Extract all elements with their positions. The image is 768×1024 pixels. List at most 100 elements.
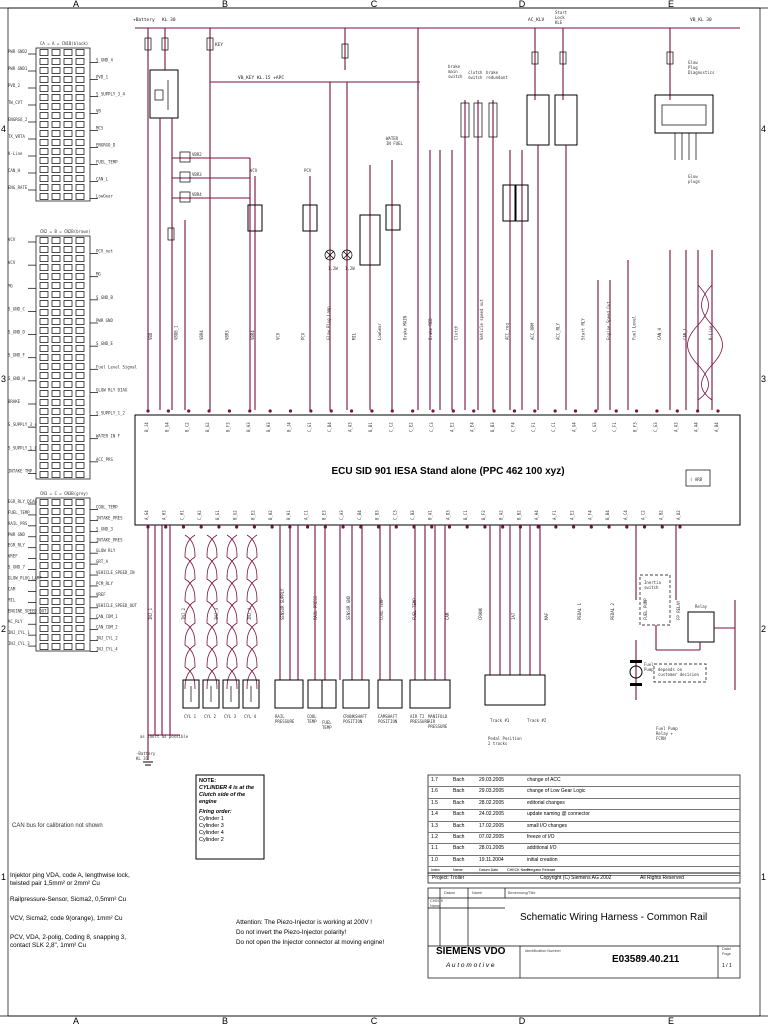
signal-label: ACC_RLY bbox=[555, 323, 560, 340]
vbr-relays: VBR2 VBR3 VBR4 bbox=[167, 151, 251, 410]
ecu-pin-label: B_E2 bbox=[250, 510, 255, 520]
ecu-pin bbox=[675, 409, 679, 413]
connector-pin-label: EGR_RLY_DIAG bbox=[8, 499, 37, 504]
ecu-pin-label: B_A1 bbox=[428, 510, 433, 520]
signal-label: ACC_req bbox=[504, 323, 509, 340]
glow-unit-icon bbox=[654, 94, 714, 134]
revision-cell: change of Low Gear Logic bbox=[527, 788, 586, 795]
signal-label: CAM bbox=[445, 612, 450, 620]
ecu-pin-label: A_G4 bbox=[144, 510, 149, 520]
cable-note-2: Railpressure-Sensor, Sicma2, 0,5mm² Cu bbox=[10, 896, 127, 903]
water-sensor-icon bbox=[385, 204, 401, 231]
cam-sensor bbox=[377, 679, 403, 709]
connector-pin-label: PWR GND1 bbox=[8, 66, 28, 71]
ecu-pin-label: A_F4 bbox=[587, 510, 592, 520]
signal-label: FP RELAY bbox=[676, 600, 681, 620]
glow-lamp-icon bbox=[324, 249, 336, 261]
ecu-pin bbox=[146, 409, 150, 413]
signal-label: Vehicle speed out bbox=[479, 298, 484, 340]
revision-cell: 24.02.2005 bbox=[479, 811, 505, 818]
revision-cell: Bach bbox=[453, 811, 465, 818]
ecu-pin bbox=[501, 525, 505, 529]
manifold-sensor bbox=[409, 679, 451, 709]
connector-pin-label: S_SUPPLY_3_4 bbox=[96, 92, 125, 97]
connector-pin-label: S_GND_7 bbox=[8, 565, 25, 570]
ecu-pin bbox=[207, 409, 211, 413]
fuse-icon bbox=[666, 51, 674, 65]
relay-icon bbox=[149, 69, 179, 119]
lamps: 1,2W 1,2W bbox=[324, 82, 355, 410]
connector-pin-label: PCV_out bbox=[96, 249, 113, 254]
connector-pin-label: COOL_TEMP bbox=[96, 504, 118, 509]
connector-pin-label: GLOW_PLUG_LAMP bbox=[8, 576, 42, 581]
vb-key-line: VB_KEY KL.15 +APC bbox=[210, 75, 420, 83]
connector-pin-label: Fuel Level Signal bbox=[96, 364, 138, 369]
ecu-pin bbox=[227, 409, 232, 413]
connector-pin-label: CAN_H bbox=[8, 168, 21, 173]
svg-text:1,2W: 1,2W bbox=[345, 266, 355, 271]
ecu-pin-label: C_E2 bbox=[409, 422, 414, 432]
ecu-pin bbox=[655, 409, 659, 413]
ecu-pin-label: C_H1 bbox=[179, 510, 184, 520]
ecu-pin bbox=[572, 525, 576, 529]
signal-label: VBR3 bbox=[224, 330, 229, 340]
tb-benennung: Benennung/Title bbox=[508, 891, 536, 895]
signal-label: Glow Plug Lamp bbox=[326, 306, 331, 340]
revision-cell: 28.02.2005 bbox=[479, 799, 505, 806]
ecu-pin-label: A_E2 bbox=[570, 510, 575, 520]
fuse-icon bbox=[559, 51, 567, 65]
cylinder-note: NOTE: CYLINDER 4 is at the Clutch side o… bbox=[199, 778, 263, 844]
injector-icon bbox=[222, 679, 240, 709]
ecu-pin-label: B_G2 bbox=[205, 422, 210, 432]
ecu-pin bbox=[642, 525, 647, 529]
ecu-pin-label: A_E4 bbox=[470, 422, 475, 432]
ecu-pin-label: B_A2 bbox=[499, 510, 504, 520]
ecu-pin bbox=[589, 525, 593, 529]
connector-pin-label: INTAKE TMP bbox=[8, 468, 33, 473]
connector-pin-label: S_GND_E bbox=[96, 341, 113, 346]
signal-label: INJ_4 bbox=[247, 607, 252, 620]
ecu-pin-label: C_G3 bbox=[653, 422, 658, 432]
ecu-pin-label: B_B1 bbox=[368, 422, 373, 432]
ecu-pin-label: C_H2 bbox=[197, 510, 202, 520]
ecu-pin bbox=[268, 409, 272, 413]
warning-line-1: Attention: The Piezo-Injector is working… bbox=[236, 919, 373, 926]
revision-cell: Bach bbox=[453, 788, 465, 795]
ecu-pin-label: C_C1 bbox=[551, 422, 556, 432]
connector-pin-label: MIL bbox=[8, 597, 16, 602]
connector-pin-label: S_GND_3 bbox=[96, 526, 113, 531]
ecu-pin-label: B_E3 bbox=[321, 510, 326, 520]
revision-cell: Freigabe Release bbox=[527, 868, 556, 873]
connector-b: CN2 = B = CN2B(brown)VCVPCV_outVCVMGMGS_… bbox=[8, 229, 138, 480]
main-relay bbox=[149, 69, 179, 410]
cylinder-note-line1: CYLINDER 4 is at the bbox=[199, 785, 255, 791]
ecu-pin bbox=[248, 409, 252, 413]
connector-pin-label: S_GND_B bbox=[96, 295, 113, 300]
fuel-pump-icon bbox=[629, 665, 643, 679]
grid-col-top: B bbox=[222, 0, 228, 9]
ecu-pin bbox=[288, 409, 293, 413]
sensor-wires bbox=[279, 525, 541, 680]
signal-label: LowGear bbox=[377, 323, 382, 340]
ecu-pin-label: A_C4 bbox=[623, 510, 628, 520]
pedal-track2: Track #2 bbox=[527, 718, 547, 723]
connector-pin-label: CAN_COM_1 bbox=[96, 614, 118, 619]
fuse-icon bbox=[167, 227, 175, 241]
ecu-pin-label: B_F2 bbox=[481, 510, 486, 520]
connector-pin-label: INJ_CYL_1 bbox=[8, 630, 30, 635]
connector-pin-label: S_GND_4 bbox=[96, 58, 113, 63]
grid-row-right: 4 bbox=[761, 124, 766, 134]
connector-pin-label: ENGINE_SPEED_OUT bbox=[8, 608, 47, 613]
start-relay-icon bbox=[554, 94, 578, 146]
warning-line-3: Do not open the Injector connector at mo… bbox=[236, 939, 385, 946]
